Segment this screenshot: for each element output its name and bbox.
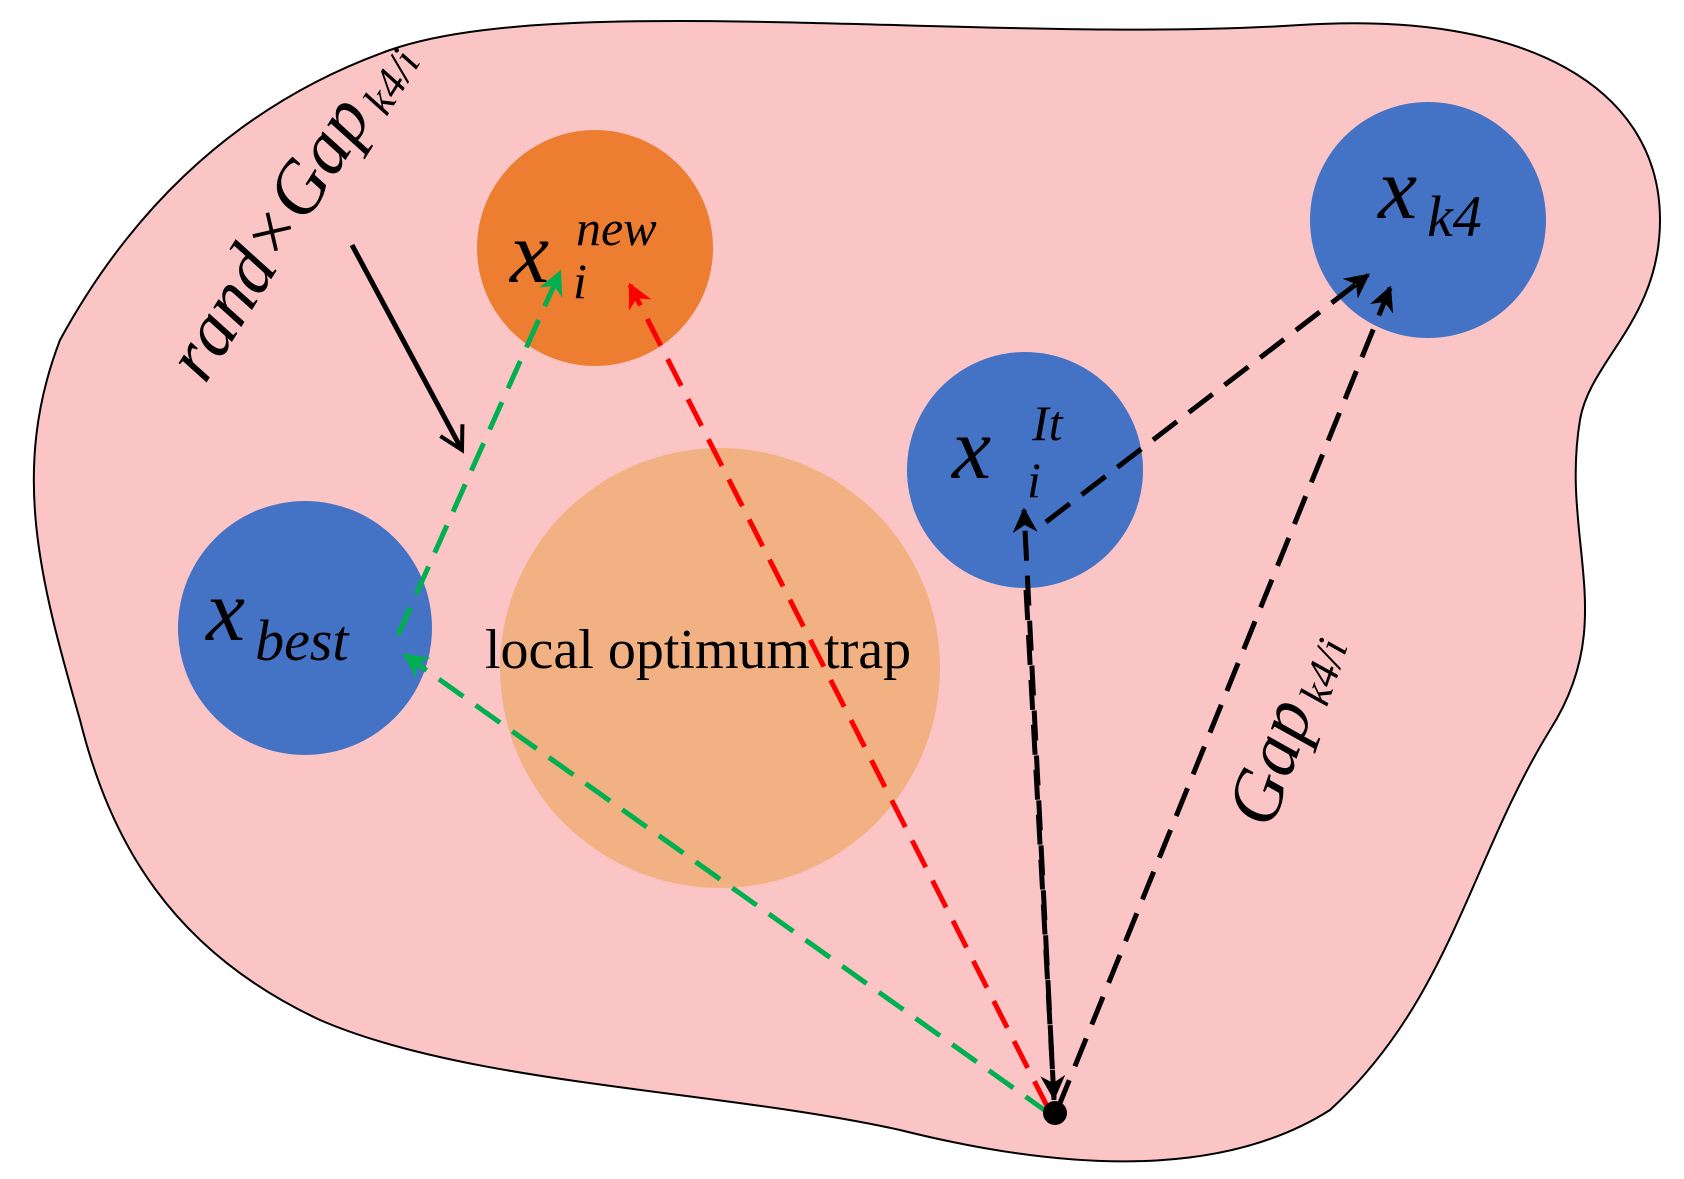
black-arrow-origin-to-k4 bbox=[1055, 285, 1394, 1109]
origin-point bbox=[1043, 1101, 1067, 1125]
rand-gap-pointer-arrow bbox=[349, 243, 465, 454]
black-arrow-it-to-origin bbox=[1023, 589, 1066, 1101]
red-arrow-origin-to-new bbox=[627, 282, 1051, 1110]
black-arrow-it-to-k4 bbox=[1044, 273, 1370, 524]
green-arrow-origin-to-best bbox=[402, 652, 1052, 1117]
node-x-it bbox=[907, 352, 1143, 588]
label-x-new: x new i bbox=[508, 200, 661, 309]
label-x-it: x It i bbox=[950, 395, 1067, 508]
node-x-new bbox=[477, 130, 713, 366]
trap-label: local optimum trap bbox=[485, 619, 911, 681]
node-x-best bbox=[178, 501, 432, 755]
local-optimum-trap bbox=[500, 448, 940, 888]
green-arrow-best-to-new bbox=[395, 269, 563, 637]
